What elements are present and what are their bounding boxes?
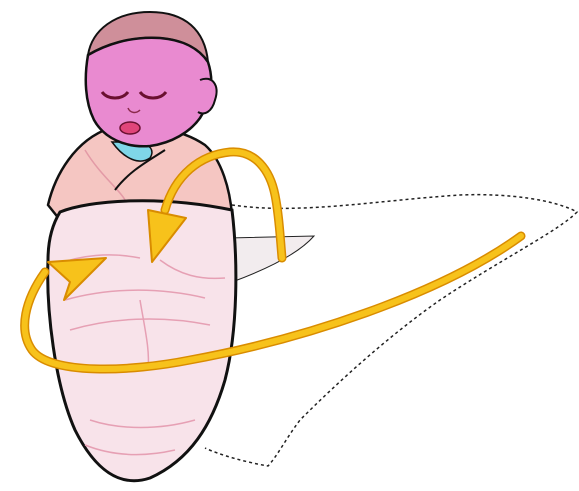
blanket-side-flap: [228, 236, 314, 282]
ear: [198, 79, 217, 114]
face: [86, 38, 212, 147]
baby-head: [86, 12, 217, 146]
mouth: [120, 122, 140, 134]
outer-wrap: [48, 201, 236, 481]
